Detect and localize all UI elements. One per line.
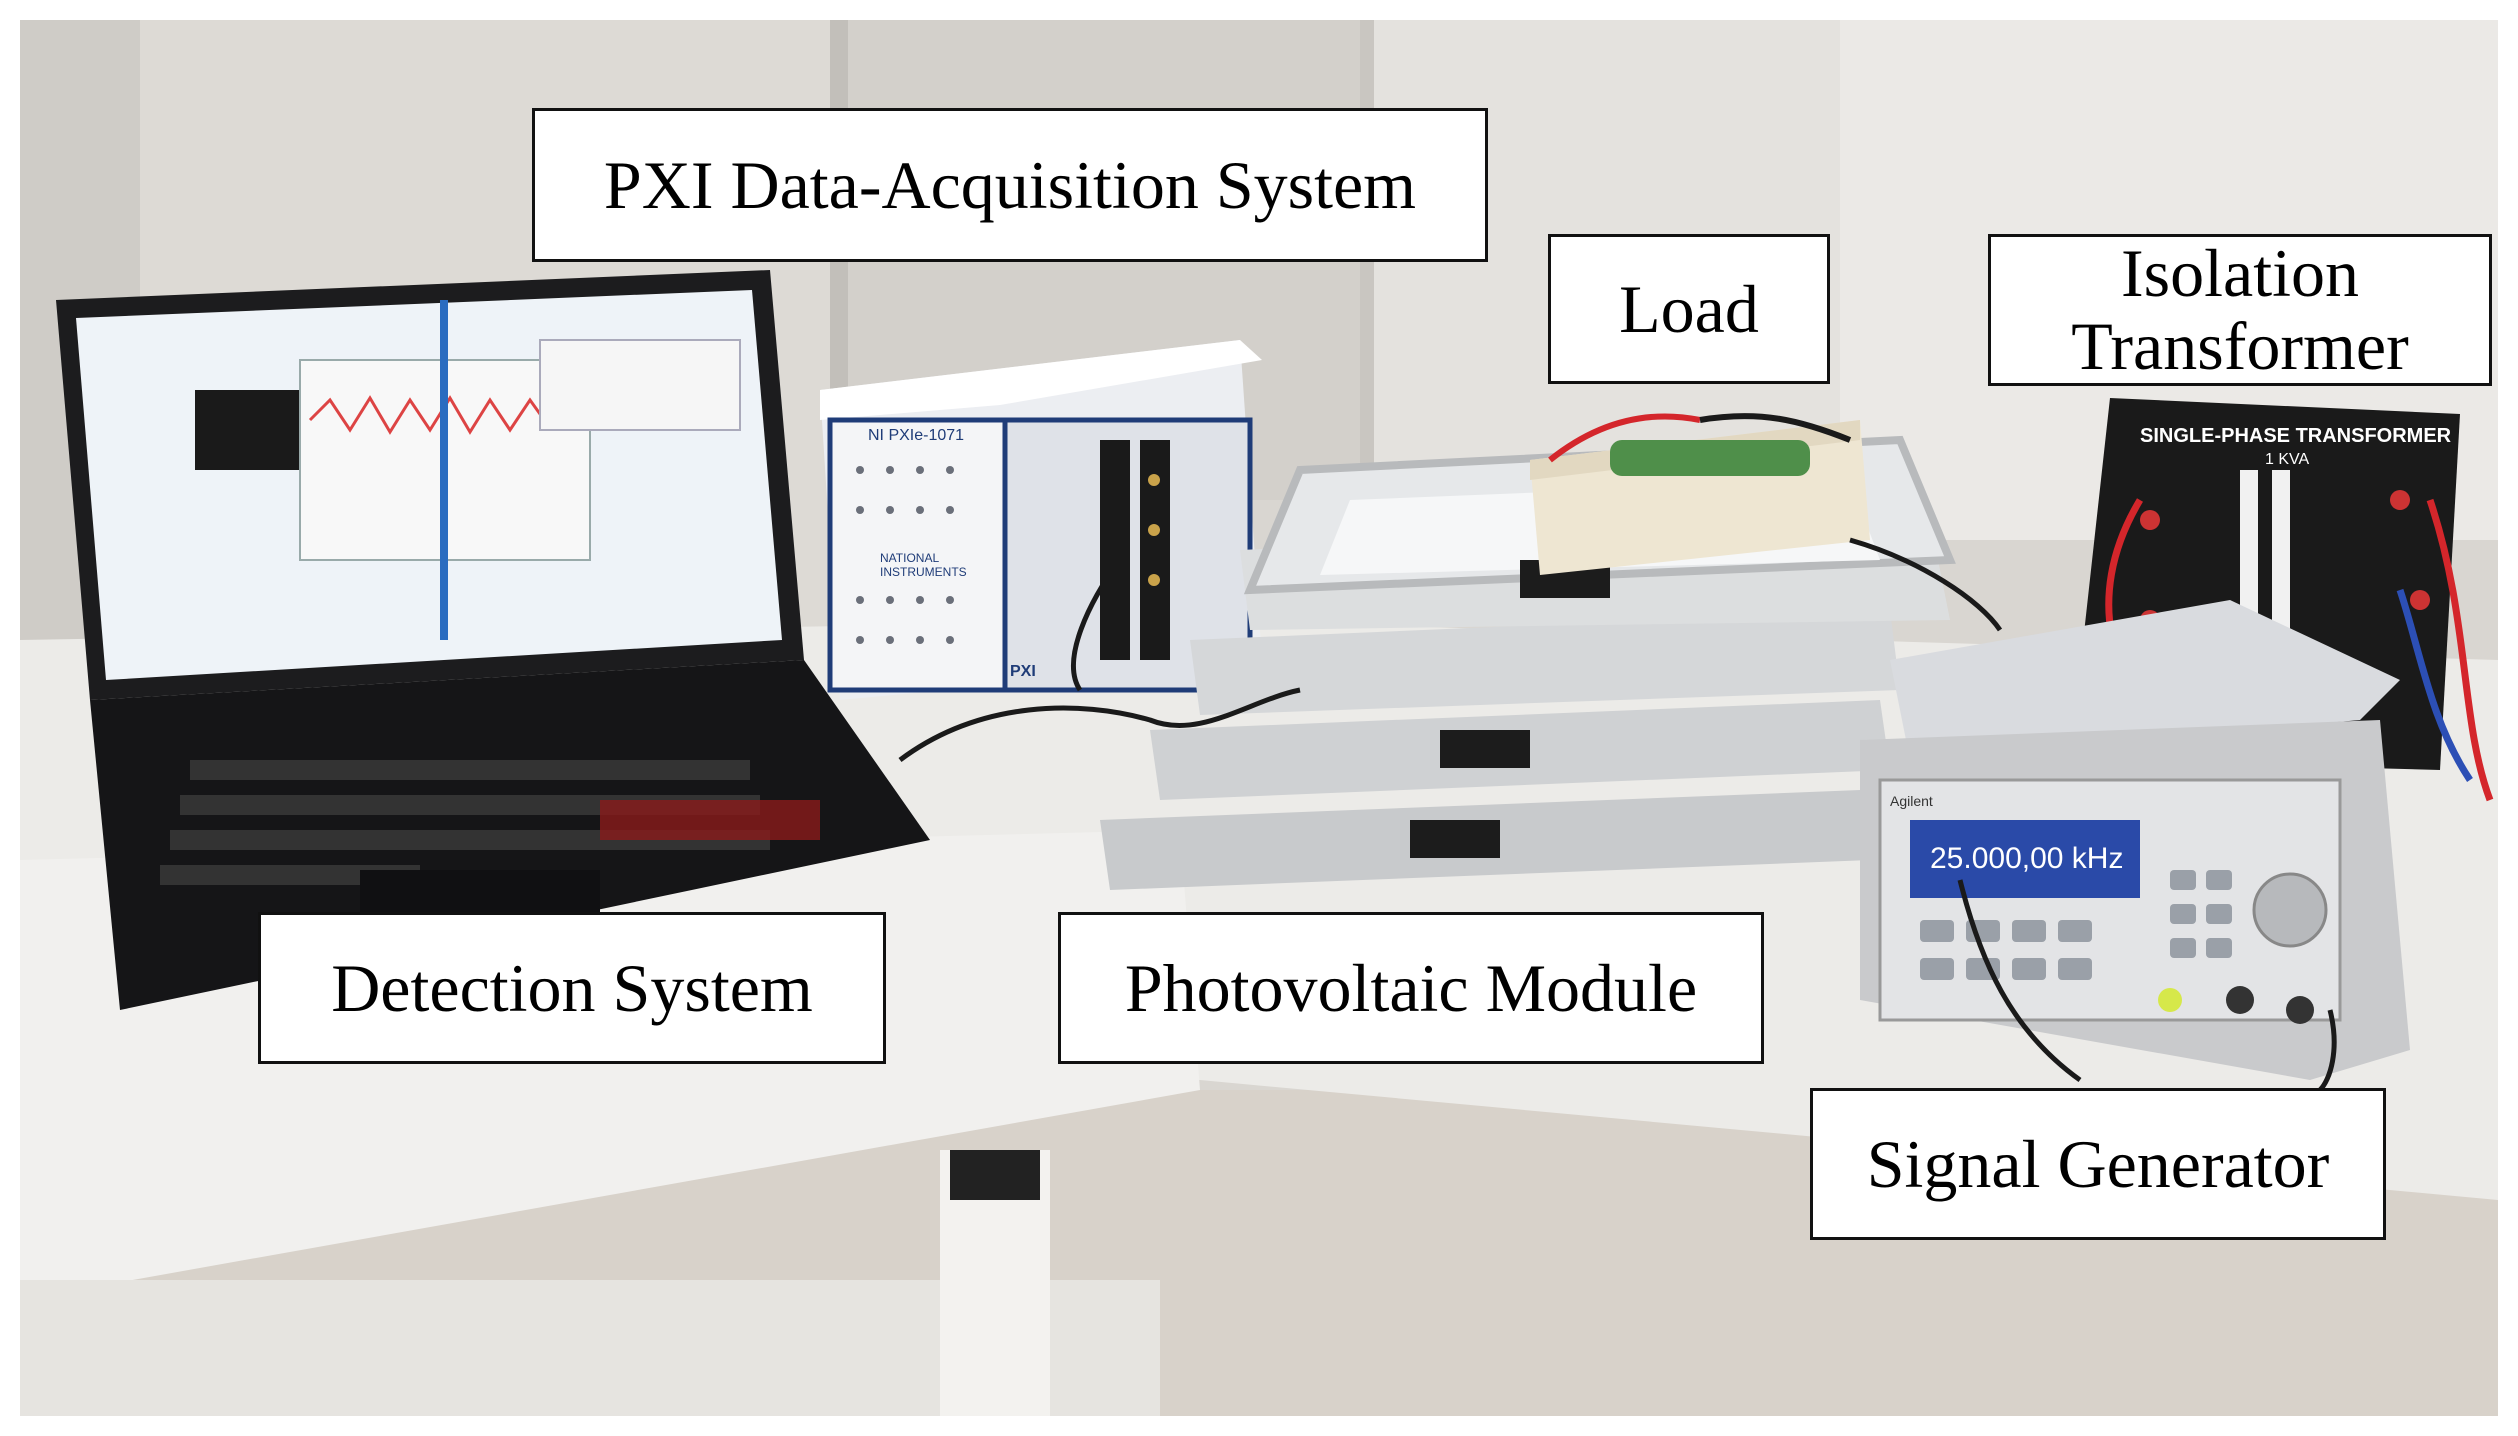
transformer-title-text: SINGLE-PHASE TRANSFORMER [2140,425,2452,447]
chassis-brand-text-1: NATIONAL [880,551,939,565]
signal-generator: 25.000,00 kHz Agilent [1860,600,2410,1080]
oscilloscope-window [195,390,315,470]
label-load-text: Load [1619,271,1759,347]
label-photovoltaic-text: Photovoltaic Module [1124,950,1698,1026]
label-isolation-transformer: Isolation Transformer [1988,234,2492,386]
chassis-badge-text: PXI [1010,663,1036,680]
pxi-chassis: NI PXIe-1071 NATIONAL INSTRUMENTS PXI [820,340,1262,700]
label-photovoltaic-module: Photovoltaic Module [1058,912,1764,1064]
generator-brand-text: Agilent [1890,793,1933,809]
label-isolation-line2: Transformer [2071,308,2409,384]
cables [898,537,2337,1092]
label-signal-generator-text: Signal Generator [1866,1126,2330,1202]
generator-knob [2252,872,2328,948]
generator-display-text: 25.000,00 kHz [1930,842,2123,875]
label-pxi-text: PXI Data-Acquisition System [603,147,1417,223]
label-detection-text: Detection System [331,950,813,1026]
label-pxi-data-acquisition-system: PXI Data-Acquisition System [532,108,1488,262]
resistor-coil [1610,440,1810,476]
load-resistor [1530,413,1870,575]
generator-display [1910,820,2140,898]
label-signal-generator: Signal Generator [1810,1088,2386,1240]
chassis-model-text: NI PXIe-1071 [868,427,964,444]
label-detection-system: Detection System [258,912,886,1064]
chassis-brand-text-2: INSTRUMENTS [880,565,967,579]
transformer-rating-text: 1 KVA [2265,451,2310,468]
label-isolation-line1: Isolation [2121,234,2359,311]
label-load: Load [1548,234,1830,384]
